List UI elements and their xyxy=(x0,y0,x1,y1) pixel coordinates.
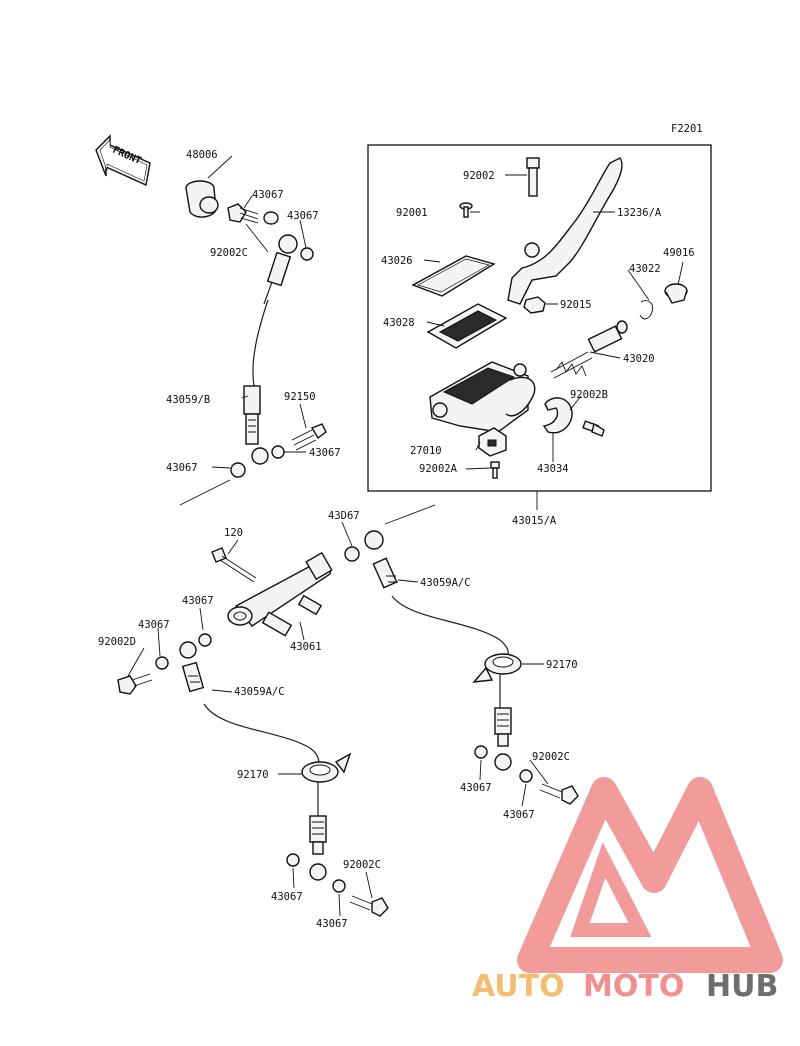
bolt-92002d xyxy=(117,673,153,695)
banjo-fitting-right xyxy=(364,530,398,589)
washer xyxy=(155,656,169,670)
brake-hose-upper xyxy=(252,299,269,387)
label-92002a: 92002A xyxy=(419,463,458,475)
label-43022: 43022 xyxy=(629,263,661,275)
nut-92015 xyxy=(523,296,546,314)
part-labels: 48006 43067 43067 92002C 43059/B 92150 4… xyxy=(98,149,695,930)
label-92002b: 92002B xyxy=(570,389,608,401)
washer xyxy=(474,745,488,759)
label-43067: 43067 xyxy=(460,782,492,794)
label-43067: 43067 xyxy=(138,619,170,631)
washer xyxy=(263,211,279,225)
circlip-43022 xyxy=(639,300,654,320)
watermark-auto: AUTO xyxy=(472,969,565,1004)
label-92002: 92002 xyxy=(463,170,495,182)
banjo-fitting-left xyxy=(179,641,205,693)
washer xyxy=(332,879,346,893)
label-49016: 49016 xyxy=(663,247,695,259)
watermark-hub: HUB xyxy=(706,969,778,1004)
screw-92001 xyxy=(459,202,473,218)
brake-hose-joint-43061 xyxy=(227,551,333,637)
switch-27010 xyxy=(478,427,507,457)
label-43020: 43020 xyxy=(623,353,655,365)
label-92015: 92015 xyxy=(560,299,592,311)
hose-fitting-43059b xyxy=(243,385,269,465)
washer xyxy=(300,247,314,261)
hose-fitting-left-lower xyxy=(309,782,327,881)
label-43059ac: 43059A/C xyxy=(420,577,471,589)
bolt-120 xyxy=(211,547,257,583)
label-43028: 43028 xyxy=(383,317,415,329)
label-92150: 92150 xyxy=(284,391,316,403)
piston-kit xyxy=(550,320,628,379)
label-43026: 43026 xyxy=(381,255,413,267)
label-43067: 43067 xyxy=(271,891,303,903)
front-arrow-icon: FRONT xyxy=(95,134,151,187)
washer xyxy=(230,462,246,478)
label-43059b: 43059/B xyxy=(166,394,210,406)
label-48006: 48006 xyxy=(186,149,218,161)
bleeder-92150 xyxy=(291,423,327,451)
label-120: 120 xyxy=(224,527,243,539)
label-13236a: 13236/A xyxy=(617,207,662,219)
brake-hose-left xyxy=(203,703,320,767)
master-cylinder-body xyxy=(429,361,536,433)
banjo-fitting-top xyxy=(263,234,298,305)
hose-clamp-92170-left xyxy=(301,752,352,783)
label-43067: 43067 xyxy=(287,210,319,222)
label-92170: 92170 xyxy=(237,769,269,781)
washer xyxy=(198,633,212,647)
assembly-box xyxy=(367,144,712,492)
label-92002c: 92002C xyxy=(532,751,570,763)
bolt-92002 xyxy=(526,157,540,197)
label-43067: 43067 xyxy=(503,809,535,821)
boot-49016 xyxy=(664,283,688,304)
label-92002c: 92002C xyxy=(343,859,381,871)
washer xyxy=(286,853,300,867)
bolt-92002c-top xyxy=(227,203,259,224)
label-43067: 43067 xyxy=(252,189,284,201)
label-43061: 43061 xyxy=(290,641,322,653)
brake-lever xyxy=(507,157,623,305)
clamp-43034 xyxy=(542,397,573,434)
automotohub-watermark: AUTO MOTO HUB xyxy=(472,777,783,1004)
label-92002c: 92002C xyxy=(210,247,248,259)
label-43015a: 43015/A xyxy=(512,515,557,527)
label-43034: 43034 xyxy=(537,463,569,475)
label-43059ac: 43059A/C xyxy=(234,686,285,698)
label-43067: 43067 xyxy=(166,462,198,474)
brake-hose-right xyxy=(391,595,509,661)
washer xyxy=(519,769,533,783)
label-43067: 43067 xyxy=(316,918,348,930)
label-43067: 43067 xyxy=(309,447,341,459)
reservoir-cap xyxy=(411,255,496,297)
label-92002d: 92002D xyxy=(98,636,136,648)
bolt-92002b xyxy=(582,420,605,437)
screw-92002a xyxy=(490,461,500,479)
bolt-92002c-right xyxy=(539,783,579,805)
automotohub-logo-icon xyxy=(517,777,783,973)
hose-fitting-right-lower xyxy=(494,674,512,771)
label-92001: 92001 xyxy=(396,207,428,219)
label-43067: 43067 xyxy=(182,595,214,607)
watermark-moto: MOTO xyxy=(583,969,684,1004)
figure-code: F2201 xyxy=(671,123,703,135)
washer xyxy=(271,445,285,459)
label-43067: 43D67 xyxy=(328,510,360,522)
label-27010: 27010 xyxy=(410,445,442,457)
hose-clamp-92170-right xyxy=(472,653,522,683)
washer xyxy=(344,546,360,562)
label-92170: 92170 xyxy=(546,659,578,671)
bolt-92002c-left xyxy=(349,895,389,917)
fitting-48006 xyxy=(185,180,219,218)
